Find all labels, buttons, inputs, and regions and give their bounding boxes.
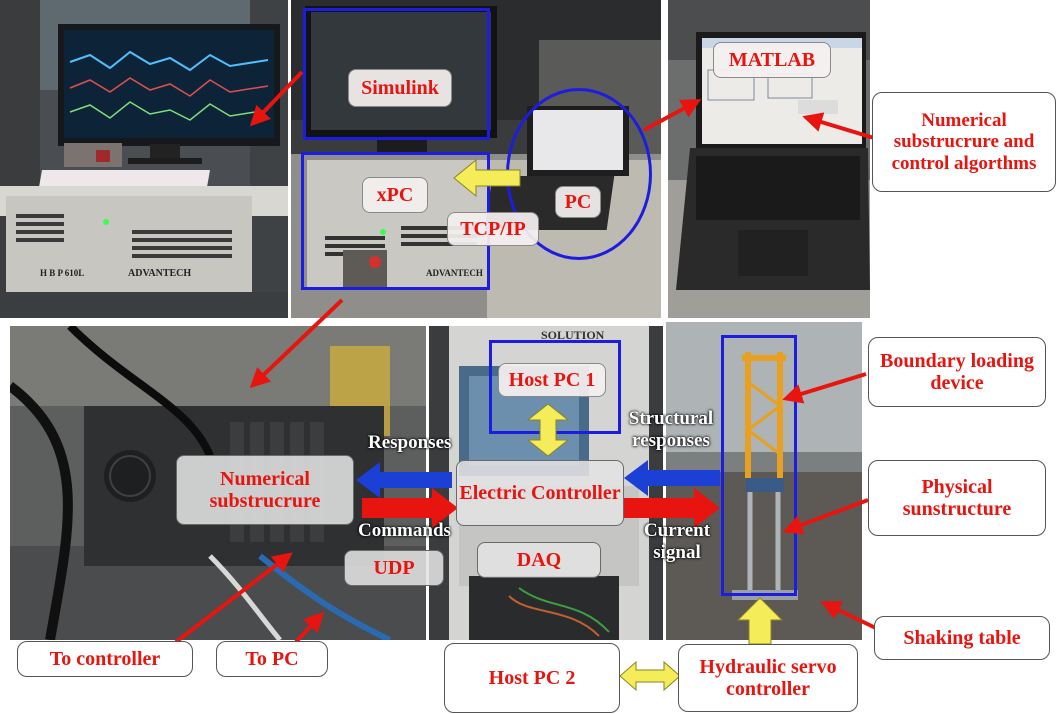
label-numerical-control: Numerical substrucrure and control algor…	[872, 92, 1056, 192]
label-physical-substructure: Physical sunstructure	[868, 460, 1046, 536]
label-current-signal: Current signal	[643, 520, 711, 563]
cabinet-brand-text: SOLUTION	[541, 328, 605, 342]
photo-monitor-industrial-pc: ADVANTECH H B P 610L	[0, 0, 288, 318]
label-host-pc1: Host PC 1	[498, 363, 606, 397]
photo-laptop-matlab	[668, 0, 870, 318]
label-responses: Responses	[368, 432, 452, 453]
arrow-hostpc2-hydraulic	[619, 660, 681, 692]
rack-brand-text: ADVANTECH	[128, 268, 192, 279]
label-tcpip: TCP/IP	[447, 212, 539, 246]
label-matlab: MATLAB	[713, 42, 831, 78]
rack-model-text: H B P 610L	[40, 268, 85, 278]
label-numerical-substructure: Numerical substrucrure	[176, 455, 354, 525]
label-host-pc2: Host PC 2	[444, 643, 620, 713]
label-daq: DAQ	[477, 542, 601, 578]
label-boundary-loading: Boundary loading device	[868, 337, 1046, 407]
xpc-brand-text: ADVANTECH	[426, 268, 483, 278]
label-commands: Commands	[358, 520, 451, 541]
label-to-controller: To controller	[17, 641, 193, 677]
frame-specimen	[721, 335, 797, 596]
label-udp: UDP	[344, 550, 444, 586]
label-shaking-table: Shaking table	[874, 616, 1050, 660]
label-to-pc: To PC	[216, 641, 328, 677]
label-xpc: xPC	[362, 177, 428, 213]
label-electric-controller: Electric Controller	[456, 460, 624, 526]
label-hydraulic-servo: Hydraulic servo controller	[678, 644, 858, 712]
frame-simulink-monitor	[303, 8, 490, 140]
label-simulink: Simulink	[348, 69, 452, 107]
label-pc: PC	[555, 186, 601, 218]
label-structural-responses: Structural responses	[628, 408, 714, 451]
